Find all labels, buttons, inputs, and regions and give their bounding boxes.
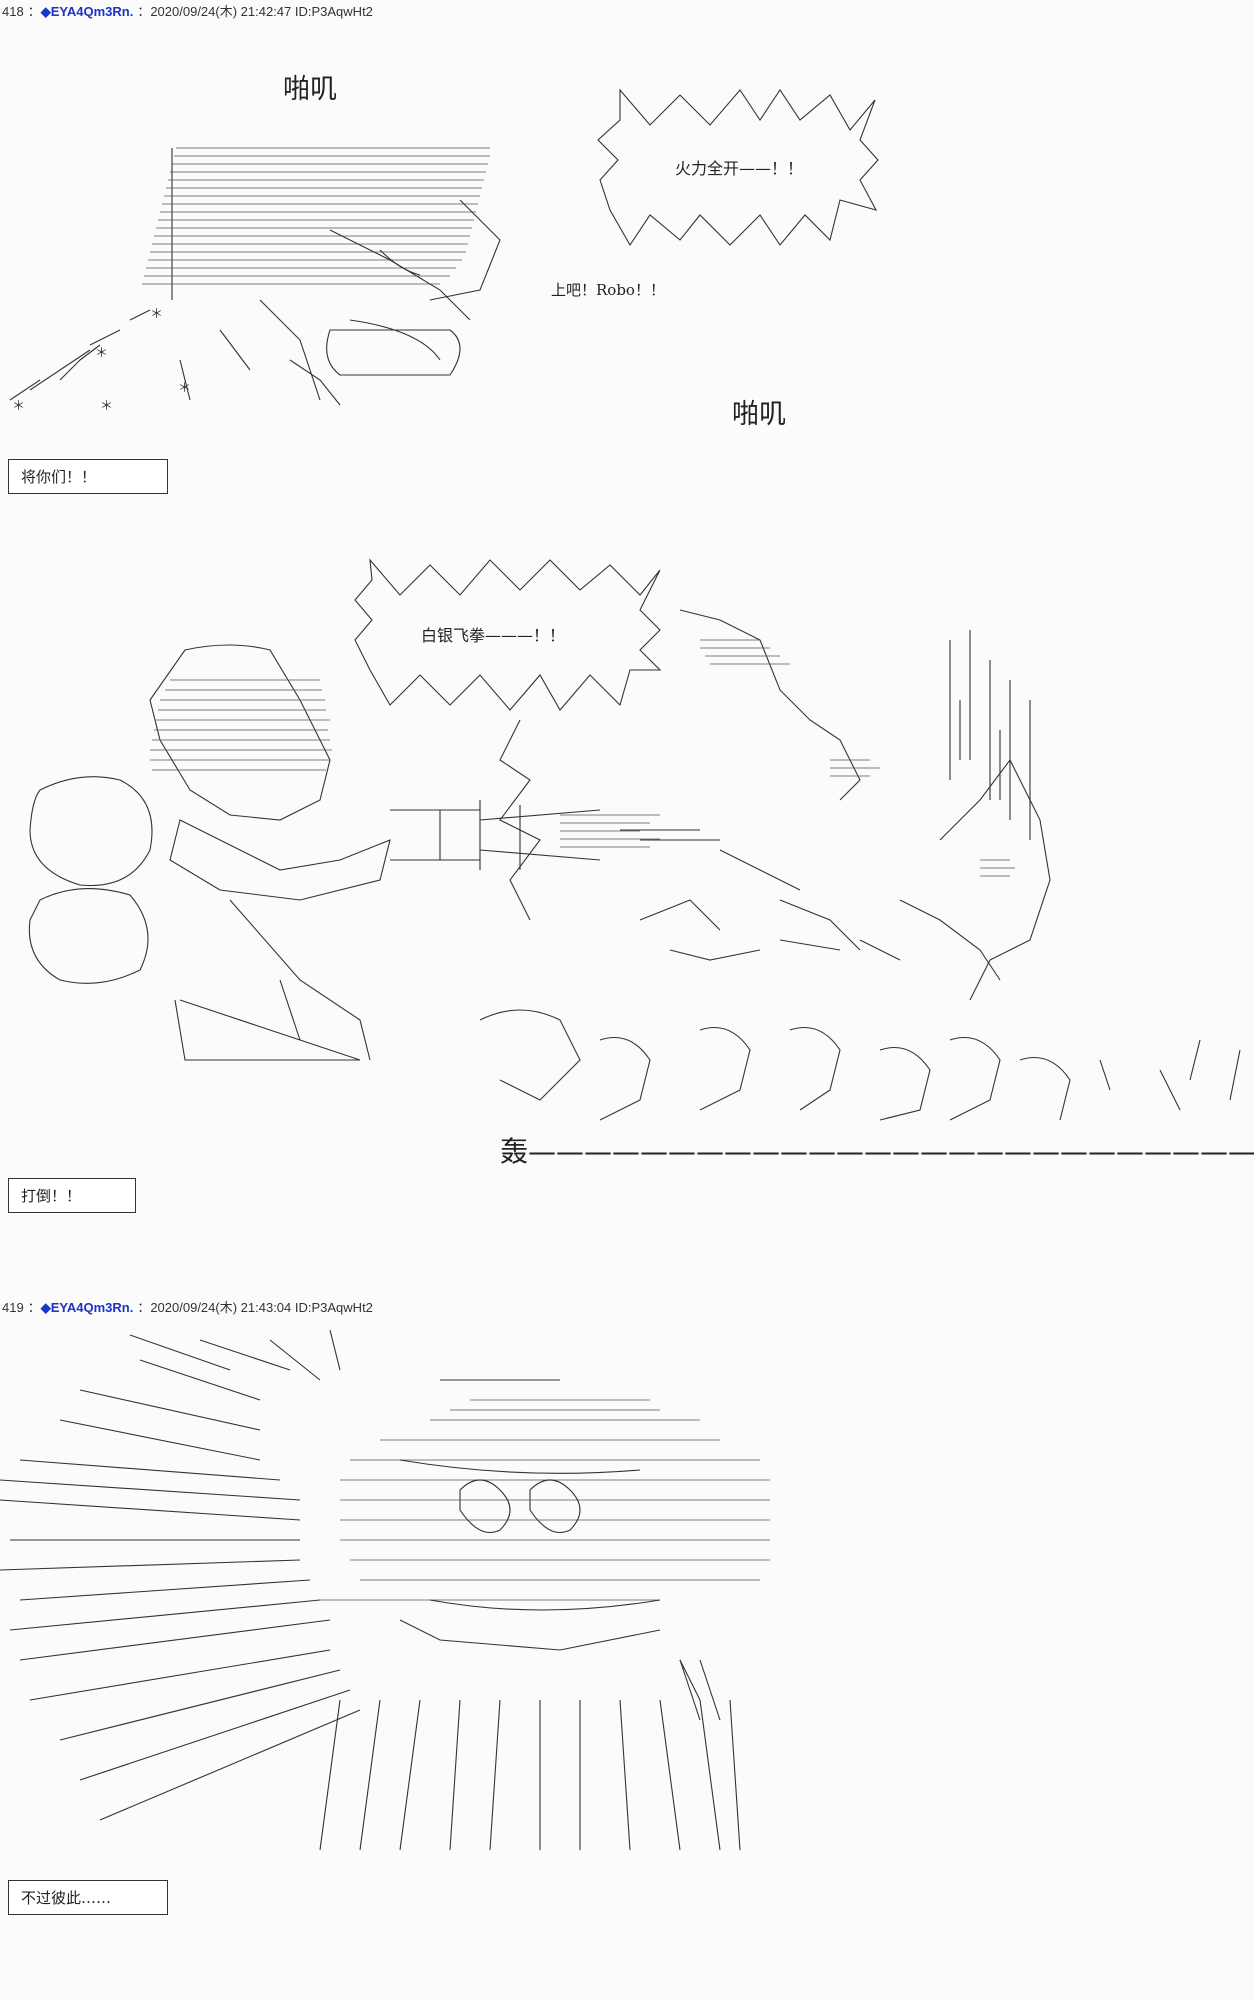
- svg-text:＊: ＊: [100, 399, 113, 414]
- flying-fist-art: [390, 719, 720, 921]
- fighter-figure-art: [28, 644, 391, 1061]
- explosion-burst-art: [0, 1329, 770, 1851]
- svg-text:＊: ＊: [178, 381, 191, 396]
- running-crowd-art: [479, 1009, 1241, 1121]
- poster-name-link[interactable]: ◆EYA4Qm3Rn.: [40, 1300, 134, 1315]
- svg-text:＊: ＊: [95, 346, 108, 361]
- svg-text:＊: ＊: [150, 307, 163, 322]
- post-header-418: 418：◆EYA4Qm3Rn.：2020/09/24(木) 21:42:47 I…: [2, 1, 373, 20]
- caption-box-3: 不过彼此……: [8, 1880, 168, 1915]
- speed-lines-left: [9, 309, 151, 401]
- post-header-419: 419：◆EYA4Qm3Rn.：2020/09/24(木) 21:43:04 I…: [2, 1297, 373, 1316]
- sfx-text-mid: 啪叽: [732, 399, 786, 430]
- caption-box-2: 打倒！！: [8, 1178, 136, 1213]
- shout-bubble-2: [354, 558, 662, 711]
- svg-text:＊: ＊: [12, 399, 25, 414]
- caption-text-2: 打倒！！: [21, 1187, 82, 1205]
- shout-bubble-2-text: 白银飞拳———！！: [421, 626, 566, 645]
- boom-text: 轰——————————————————————————！！: [500, 1135, 1254, 1168]
- shout-bubble-1: [597, 88, 879, 247]
- post-meta: ：2020/09/24(木) 21:42:47 ID:P3AqwHt2: [137, 4, 373, 19]
- enemy-robot-art: [639, 609, 1051, 1001]
- robot-body-art: [142, 147, 501, 406]
- caption-box-1: 将你们！！: [8, 459, 168, 494]
- sfx-text-top: 啪叽: [283, 74, 337, 105]
- caption-text-3: 不过彼此……: [21, 1889, 112, 1907]
- post-meta: ：2020/09/24(木) 21:43:04 ID:P3AqwHt2: [137, 1300, 373, 1315]
- robo-line: 上吧！Robo！！: [551, 281, 665, 299]
- post-number: 418: [2, 4, 24, 19]
- post-separator: ：: [27, 1300, 41, 1315]
- post-number: 419: [2, 1300, 24, 1315]
- post-separator: ：: [27, 4, 41, 19]
- poster-name-link[interactable]: ◆EYA4Qm3Rn.: [40, 4, 134, 19]
- shout-bubble-1-text: 火力全开——！！: [675, 159, 804, 178]
- caption-text-1: 将你们！！: [21, 468, 97, 486]
